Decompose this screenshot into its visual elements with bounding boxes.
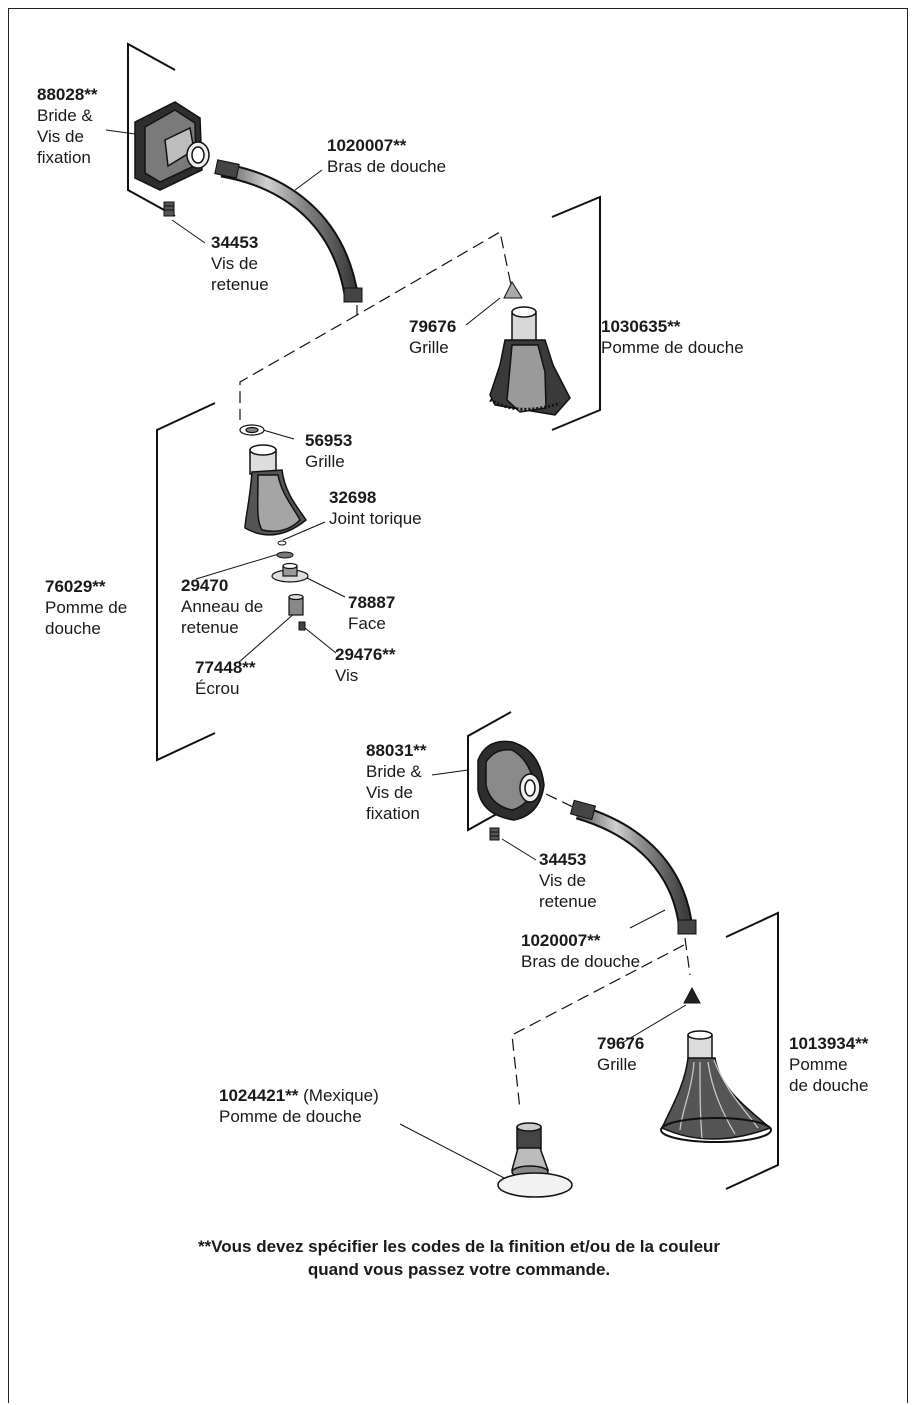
label-76029: 76029** Pomme de douche: [45, 577, 128, 638]
flange-88031-icon: [477, 740, 545, 821]
showerhead-76029-icon: [244, 444, 307, 536]
page-frame: [8, 8, 908, 1403]
label-79676-top: 79676 Grille: [409, 317, 457, 357]
label-88028: 88028** Bride & Vis de fixation: [37, 85, 98, 167]
flange-88028-icon: [134, 101, 210, 191]
shower-arm-1020007b-icon: [569, 799, 697, 935]
screw-29476-icon: [298, 621, 306, 631]
label-32698: 32698 Joint torique: [329, 488, 422, 528]
label-1020007-bottom: 1020007** Bras de douche: [521, 931, 641, 971]
grille-79676b-icon: [683, 986, 701, 1004]
label-88031: 88031** Bride & Vis de fixation: [366, 741, 427, 823]
label-29470: 29470 Anneau de retenue: [181, 576, 264, 637]
showerhead-1024421-icon: [497, 1122, 573, 1198]
oring-32698-icon: [277, 540, 287, 546]
label-56953: 56953 Grille: [305, 431, 353, 471]
shower-arm-1020007-icon: [214, 159, 363, 303]
footnote-line-1: **Vous devez spécifier les codes de la f…: [197, 1237, 721, 1256]
label-1020007-top: 1020007** Bras de douche: [327, 136, 447, 176]
label-78887: 78887 Face: [348, 593, 396, 633]
grille-56953-icon: [239, 424, 265, 436]
nut-77448-icon: [288, 593, 304, 616]
label-79676-bottom: 79676 Grille: [597, 1034, 645, 1074]
label-1030635: 1030635** Pomme de douche: [601, 317, 744, 357]
footnote-line-2: quand vous passez votre commande.: [307, 1260, 611, 1279]
grille-79676-icon: [503, 280, 523, 299]
label-77448: 77448** Écrou: [195, 658, 256, 698]
screw-34453b-icon: [489, 827, 500, 841]
wall-panels: [127, 42, 779, 1190]
label-34453-bottom: 34453 Vis de retenue: [539, 850, 597, 911]
label-34453-top: 34453 Vis de retenue: [211, 233, 269, 294]
screw-34453-icon: [163, 201, 175, 217]
ring-29470-icon: [276, 551, 294, 559]
label-1013934: 1013934** Pomme de douche: [789, 1034, 869, 1095]
label-29476: 29476** Vis: [335, 645, 396, 685]
face-78887-icon: [271, 562, 309, 583]
order-footnote: **Vous devez spécifier les codes de la f…: [0, 1235, 918, 1281]
label-1024421: 1024421** (Mexique) Pomme de douche: [219, 1086, 379, 1126]
dashed-connectors: [169, 139, 691, 1111]
showerhead-1030635-icon: [489, 306, 571, 416]
showerhead-1013934-icon: [660, 1030, 772, 1143]
